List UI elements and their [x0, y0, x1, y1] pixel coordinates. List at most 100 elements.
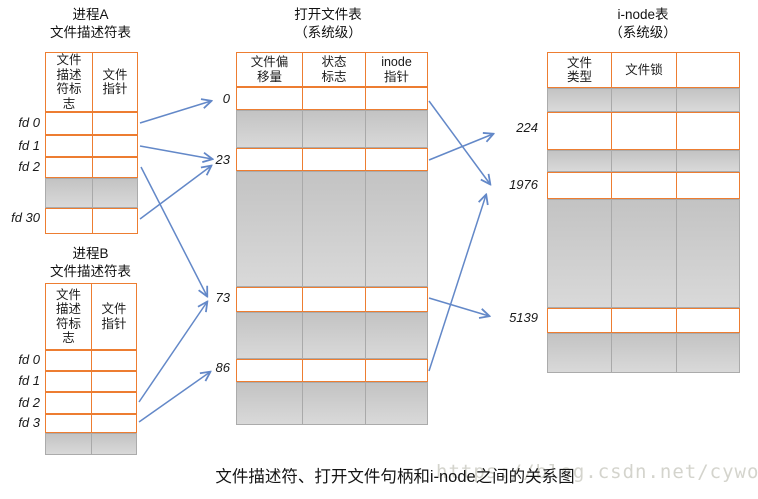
- arrow-open-86-to-inode-1976: [428, 195, 486, 372]
- column-header-file-pointer: 文件 指针: [92, 53, 137, 111]
- ellipsis-row: [236, 171, 428, 287]
- table-row-fd1: [45, 135, 138, 157]
- empty-cell: [676, 151, 739, 171]
- empty-cell: [611, 200, 676, 307]
- ellipsis-row: [547, 199, 740, 308]
- arrow-open-73-to-inode-5139: [428, 297, 489, 316]
- table-row-1976: [547, 172, 740, 199]
- arrow-open-23-to-inode-224: [428, 134, 493, 161]
- row-label-inode-5139: 5139: [509, 310, 538, 325]
- column-header-file-lock: 文件锁: [611, 53, 676, 87]
- empty-cell: [237, 383, 302, 424]
- empty-cell: [611, 334, 676, 372]
- empty-cell: [365, 313, 427, 358]
- column-header-file-type: 文件 类型: [566, 55, 592, 85]
- row-label-a-fd1: fd 1: [18, 138, 40, 153]
- empty-cell: [302, 111, 365, 147]
- column-header-file-offset: 文件偏 移量: [250, 55, 289, 84]
- empty-cell: [365, 172, 427, 286]
- empty-cell: [237, 88, 302, 109]
- empty-cell: [92, 158, 137, 177]
- empty-cell: [365, 383, 427, 424]
- empty-cell: [46, 351, 91, 370]
- process-a-table: 文件 描述 符标 志 文件 指针: [45, 52, 138, 234]
- open-file-table-title: 打开文件表 （系统级）: [294, 7, 362, 41]
- empty-cell: [302, 383, 365, 424]
- empty-cell: [92, 113, 137, 134]
- process-b-table: 文件 描述 符标 志 文件 指针: [45, 283, 137, 455]
- empty-cell: [237, 111, 302, 147]
- empty-cell: [676, 113, 739, 149]
- empty-cell: [302, 88, 365, 109]
- empty-cell: [302, 172, 365, 286]
- empty-cell: [237, 313, 302, 358]
- empty-cell: [548, 334, 611, 372]
- empty-cell: [548, 173, 611, 198]
- process-b-title: 进程B 文件描述符表: [50, 246, 131, 280]
- empty-cell: [46, 158, 92, 177]
- table-row-fd0: [45, 112, 138, 135]
- column-header-inode-pointer: inode 指针: [365, 53, 427, 86]
- ellipsis-row: [547, 88, 740, 112]
- empty-cell: [611, 173, 676, 198]
- row-label-open-73: 73: [215, 290, 230, 305]
- empty-cell: [46, 372, 91, 391]
- row-label-b-fd2: fd 2: [18, 395, 40, 410]
- column-header-fd-flags: 文件 描述 符标 志: [55, 287, 81, 346]
- table-row-fd3: [45, 414, 137, 433]
- column-header-status-flags: 状态 标志: [302, 53, 365, 86]
- empty-cell: [46, 113, 92, 134]
- row-label-open-23: 23: [215, 152, 230, 167]
- table-header-row: 文件 描述 符标 志 文件 指针: [45, 52, 138, 112]
- table-header-row: 文件 类型 文件锁: [547, 52, 740, 88]
- empty-cell: [91, 393, 136, 413]
- row-label-inode-1976: 1976: [509, 177, 538, 192]
- empty-cell: [46, 136, 92, 156]
- watermark-url: https://blog.csdn.net/cywosp: [436, 461, 758, 483]
- figure-caption: 文件描述符、打开文件句柄和i-node之间的关系图: [215, 468, 575, 486]
- empty-cell: [237, 172, 302, 286]
- table-row-fd30: [45, 208, 138, 234]
- column-header-blank: [676, 53, 739, 87]
- arrow-a-fd30-to-open-23: [139, 166, 211, 220]
- table-row-5139: [547, 308, 740, 333]
- column-header-file-pointer: 文件 指针: [91, 284, 136, 349]
- empty-cell: [92, 209, 137, 233]
- row-label-b-fd3: fd 3: [18, 415, 40, 430]
- empty-cell: [676, 309, 739, 332]
- empty-cell: [237, 149, 302, 170]
- arrow-b-fd2-to-open-73: [138, 302, 207, 403]
- table-row-fd1: [45, 371, 137, 392]
- empty-cell: [676, 200, 739, 307]
- empty-cell: [302, 288, 365, 311]
- empty-cell: [91, 434, 136, 454]
- empty-cell: [676, 89, 739, 111]
- empty-cell: [365, 360, 427, 381]
- empty-cell: [548, 113, 611, 149]
- row-label-open-0: 0: [222, 91, 230, 106]
- ellipsis-row: [45, 178, 138, 208]
- ellipsis-row: [45, 433, 137, 455]
- row-label-open-86: 86: [215, 360, 230, 375]
- row-label-a-fd0: fd 0: [18, 115, 40, 130]
- empty-cell: [46, 209, 92, 233]
- empty-cell: [611, 89, 676, 111]
- table-row-0: [236, 87, 428, 110]
- inode-table: 文件 类型 文件锁: [547, 52, 740, 373]
- empty-cell: [46, 393, 91, 413]
- column-header-fd-flags: 文件 描述 符标 志: [56, 53, 82, 111]
- empty-cell: [46, 434, 91, 454]
- ellipsis-row: [236, 110, 428, 148]
- empty-cell: [365, 288, 427, 311]
- table-row-23: [236, 148, 428, 171]
- table-row-224: [547, 112, 740, 150]
- table-row-73: [236, 287, 428, 312]
- empty-cell: [237, 360, 302, 381]
- empty-cell: [676, 173, 739, 198]
- ellipsis-row: [236, 382, 428, 425]
- table-header-row: 文件 描述 符标 志 文件 指针: [45, 283, 137, 350]
- empty-cell: [676, 334, 739, 372]
- empty-cell: [237, 288, 302, 311]
- empty-cell: [548, 200, 611, 307]
